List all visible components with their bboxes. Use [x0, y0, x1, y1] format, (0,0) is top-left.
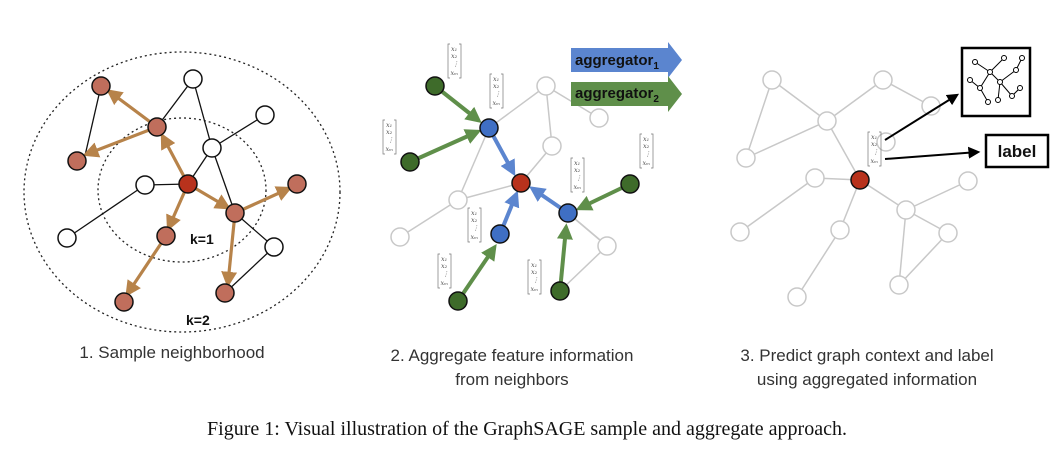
node-unsampled: [135, 175, 155, 195]
faded-graph-edges: [739, 79, 969, 298]
node-target: [511, 173, 531, 193]
node-sampled: [287, 174, 307, 194]
aggregator1-legend: aggregator1: [571, 42, 682, 78]
graph-nodes: [57, 69, 307, 312]
node-layer2: [425, 76, 445, 96]
faded-graph-nodes: [730, 70, 978, 307]
node-target: [850, 170, 870, 190]
graph-edges: [66, 78, 275, 294]
node-layer2: [448, 291, 468, 311]
panel3-caption-line2: using aggregated information: [757, 370, 977, 389]
node-faded: [736, 148, 756, 168]
node-faded: [938, 223, 958, 243]
node-faded: [896, 200, 916, 220]
node-faded: [958, 171, 978, 191]
node-faded: [542, 136, 562, 156]
node-layer2: [620, 174, 640, 194]
k2-boundary: [23, 51, 341, 333]
svg-text:aggregator2: aggregator2: [575, 85, 659, 105]
node-layer1: [490, 224, 510, 244]
panel1-caption: 1. Sample neighborhood: [79, 343, 264, 362]
node-layer1: [558, 203, 578, 223]
node-faded: [805, 168, 825, 188]
graph-context-icon: [960, 46, 1032, 118]
node-layer2: [400, 152, 420, 172]
panel2-caption-line1: 2. Aggregate feature information: [391, 346, 634, 365]
node-sampled: [147, 117, 167, 137]
node-sampled: [156, 226, 176, 246]
aggregate-nodes: [390, 76, 640, 311]
node-sampled: [67, 151, 87, 171]
node-faded: [889, 275, 909, 295]
node-faded: [730, 222, 750, 242]
node-faded: [536, 76, 556, 96]
node-unsampled: [255, 105, 275, 125]
aggregator2-label: aggregator: [575, 85, 654, 102]
node-faded: [390, 227, 410, 247]
panel-sample-neighborhood: k=1 k=2 1. Sample neighborhood: [23, 51, 341, 362]
svg-text:aggregator1: aggregator1: [575, 52, 659, 72]
node-faded: [830, 220, 850, 240]
node-sampled: [225, 203, 245, 223]
node-faded: [448, 190, 468, 210]
node-unsampled: [264, 237, 284, 257]
node-sampled: [215, 283, 235, 303]
node-unsampled: [183, 69, 203, 89]
node-faded: [787, 287, 807, 307]
node-faded: [762, 70, 782, 90]
node-faded: [817, 111, 837, 131]
panel-predict: label 3. Predict graph context and label…: [730, 46, 1050, 389]
node-unsampled: [57, 228, 77, 248]
node-sampled: [91, 76, 111, 96]
node-unsampled: [202, 138, 222, 158]
node-target: [178, 174, 198, 194]
aggregator2-legend: aggregator2: [571, 76, 682, 112]
k1-label: k=1: [190, 231, 214, 247]
node-layer1: [479, 118, 499, 138]
aggregator1-label: aggregator: [575, 52, 654, 69]
k1-boundary: [97, 117, 267, 263]
label-box-text: label: [998, 142, 1037, 161]
node-sampled: [114, 292, 134, 312]
panel-aggregate: aggregator1 aggregator2 2. Aggregate fea…: [382, 42, 682, 389]
panel2-caption-line2: from neighbors: [455, 370, 568, 389]
figure-caption: Figure 1: Visual illustration of the Gra…: [207, 418, 847, 440]
panel3-caption-line1: 3. Predict graph context and label: [740, 346, 993, 365]
node-faded: [589, 108, 609, 128]
k2-label: k=2: [186, 312, 210, 328]
context-arrow: [884, 93, 960, 141]
label-box: [984, 133, 1050, 169]
label-arrow: [884, 146, 981, 160]
node-faded: [873, 70, 893, 90]
aggregator2-subscript: 2: [653, 94, 659, 105]
aggregator1-subscript: 1: [653, 61, 659, 72]
node-faded: [597, 236, 617, 256]
node-layer2: [550, 281, 570, 301]
feature-vectors: [382, 43, 654, 295]
